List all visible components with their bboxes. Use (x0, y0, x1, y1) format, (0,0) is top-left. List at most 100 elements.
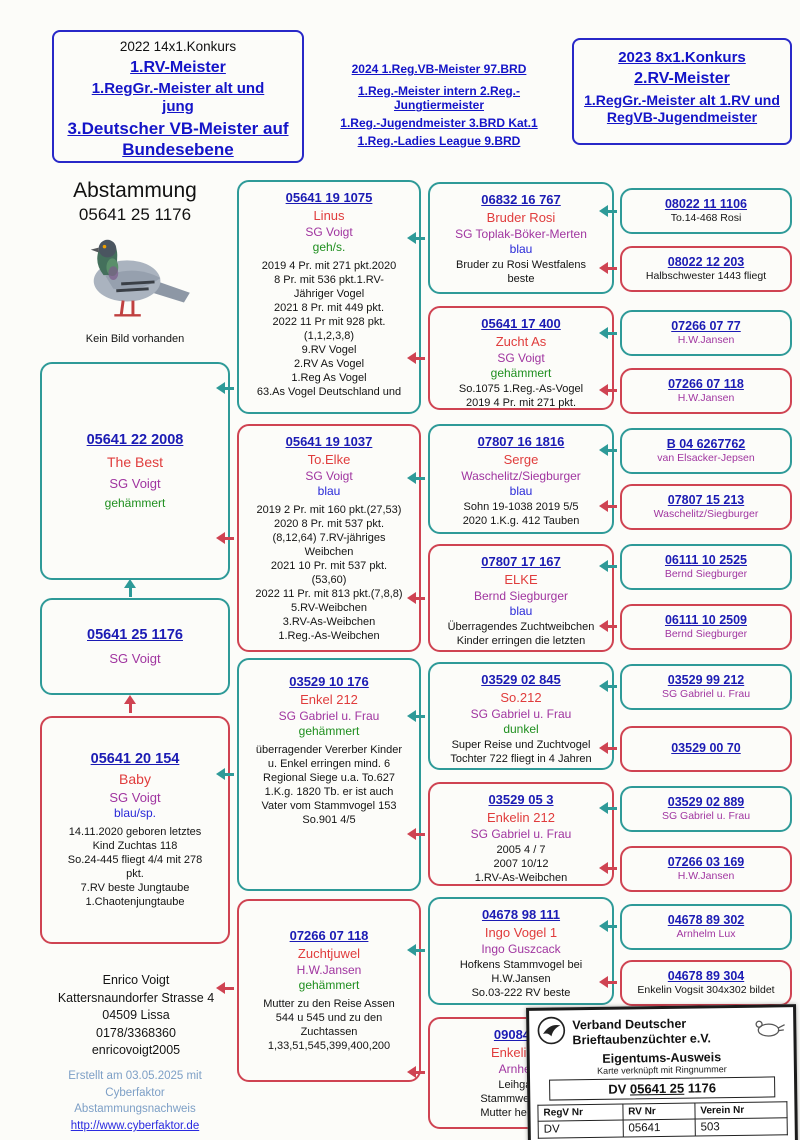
performance-text: Bruder zu Rosi Westfalens beste (455, 258, 587, 285)
bird-subtext: Enkelin Vogsit 304x302 bildet (637, 983, 775, 996)
bird-subtext: To.14-468 Rosi (670, 211, 742, 224)
card-table-value-rv: 05641 (622, 1119, 696, 1138)
pedigree-box-gg11: 03529 02 889 SG Gabriel u. Frau (620, 786, 792, 832)
ring-number: 03529 10 176 (289, 674, 369, 689)
cyberfaktor-link[interactable]: http://www.cyberfaktor.de (70, 1120, 200, 1133)
bird-name: Zucht As (495, 333, 547, 349)
bird-name: ELKE (504, 571, 538, 587)
pedigree-box-gg14: 04678 89 304 Enkelin Vogsit 304x302 bild… (620, 960, 792, 1006)
parent-link-arrow (407, 828, 425, 841)
performance-text: 2019 2 Pr. mit 160 pkt.(27,53) 2020 8 Pr… (255, 503, 403, 642)
header-left-box: 2022 14x1.Konkurs 1.RV-Meister 1.RegGr.-… (52, 30, 304, 163)
card-organization: Verband Deutscher Brieftaubenzüchter e.V… (572, 1016, 746, 1047)
bird-name: Serge (503, 451, 539, 467)
pedigree-box-gg8: 06111 10 2509 Bernd Siegburger (620, 604, 792, 650)
pedigree-box-gg9: 03529 99 212 SG Gabriel u. Frau (620, 664, 792, 710)
color-description: blau (509, 484, 533, 499)
parent-link-arrow (599, 620, 617, 633)
ring-number: B 04 6267762 (666, 437, 746, 452)
pedigree-box-zuchtjuwel: 07266 07 118 Zuchtjuwel H.W.Jansen gehäm… (237, 899, 421, 1082)
ring-number: 03529 05 3 (488, 792, 554, 807)
ring-number: 08022 12 203 (667, 255, 745, 270)
footer-software-name: Cyberfaktor (105, 1086, 165, 1099)
ring-number: 06832 16 767 (481, 192, 561, 207)
bird-subtext: Bernd Siegburger (664, 627, 748, 640)
contact-city: 04509 Lissa (102, 1008, 170, 1022)
pedigree-box-zucht-as: 05641 17 400 Zucht As SG Voigt gehämmert… (428, 306, 614, 410)
pigeon-photo (66, 228, 194, 335)
pedigree-box-gg7: 06111 10 2525 Bernd Siegburger (620, 544, 792, 590)
father-link-arrow (124, 579, 137, 598)
parent-link-arrow (599, 976, 617, 989)
ring-number: 07807 17 167 (481, 554, 561, 569)
breeder-name: Bernd Siegburger (473, 589, 569, 604)
color-description: gehämmert (298, 724, 360, 739)
ring-number: 07266 07 118 (668, 377, 744, 392)
ring-number: 03529 02 889 (667, 795, 745, 810)
parent-link-arrow (599, 680, 617, 693)
color-description: dunkel (503, 722, 539, 737)
header-middle-line-1: 2024 1.Reg.VB-Meister 97.BRD (351, 62, 527, 76)
header-left-line-1: 1.RV-Meister (130, 59, 226, 76)
parent-link-arrow (216, 532, 234, 545)
color-description: gehämmert (104, 495, 166, 510)
breeder-name: SG Gabriel u. Frau (470, 827, 572, 842)
parent-link-arrow (599, 444, 617, 457)
card-table-header-verein: Verein Nr (694, 1101, 788, 1120)
subject-ring-number: 05641 25 1176 (78, 205, 192, 224)
pedigree-box-gg10: 03529 00 70 (620, 726, 792, 772)
card-ring-mid: 05641 25 (629, 1080, 685, 1097)
ring-number: 05641 20 154 (90, 751, 180, 768)
parent-link-arrow (599, 802, 617, 815)
performance-text: überragender Vererber Kinder u. Enkel er… (255, 743, 403, 826)
breeder-name: Ingo Guszcack (481, 942, 561, 957)
breeder-name: SG Voigt (109, 789, 161, 805)
performance-text: Super Reise und Zuchtvogel Tochter 722 f… (450, 738, 592, 765)
ring-number: 07266 03 169 (667, 855, 745, 870)
breeder-name: SG Voigt (497, 351, 545, 366)
breeder-name: SG Voigt (109, 476, 161, 492)
performance-text: So.1075 1.Reg.-As-Vogel 2019 4 Pr. mit 2… (458, 382, 584, 409)
header-right-line-3: 1.RegGr.-Meister alt 1.RV und RegVB-Juge… (584, 91, 780, 125)
breeder-contact: Enrico Voigt Kattersnaundorfer Strasse 4… (34, 972, 238, 1060)
color-description: gehämmert (490, 366, 552, 381)
bird-name: Zuchtjuwel (297, 945, 361, 961)
bird-subtext: H.W.Jansen (677, 869, 735, 882)
performance-text: Mutter zu den Reise Assen 544 u 545 und … (263, 998, 395, 1052)
contact-name: Enrico Voigt (102, 973, 170, 987)
pedigree-box-toelke: 05641 19 1037 To.Elke SG Voigt blau 2019… (237, 424, 421, 652)
parent-link-arrow (407, 944, 425, 957)
ring-number: 03529 99 212 (667, 673, 745, 688)
parent-link-arrow (407, 710, 425, 723)
ring-number: 07266 07 118 (289, 928, 369, 944)
ring-number: 03529 02 845 (481, 672, 561, 687)
contact-email: enricovoigt2005 (91, 1043, 181, 1057)
bird-name: Ingo Vogel 1 (484, 924, 558, 940)
card-org-line2: Brieftaubenzüchter e.V. (572, 1030, 712, 1047)
page-title: Abstammung (73, 179, 197, 202)
bird-subtext: Arnhelm Lux (676, 927, 736, 940)
pedigree-box-gg1: 08022 11 1106 To.14-468 Rosi (620, 188, 792, 234)
color-description: blau (509, 242, 533, 257)
bird-name: Enkel 212 (300, 691, 358, 707)
ring-number: 05641 22 2008 (86, 431, 184, 448)
card-ring-prefix: DV (608, 1081, 627, 1097)
ring-number: 05641 17 400 (481, 316, 561, 331)
card-table-header-regv: RegV Nr (537, 1104, 623, 1122)
footer-created-line: Erstellt am 03.05.2025 mit (68, 1070, 202, 1082)
color-description: gehämmert (298, 978, 360, 993)
ring-number: 04678 98 111 (481, 907, 561, 922)
card-ring-suffix: 1176 (687, 1080, 717, 1096)
performance-text: 2019 4 Pr. mit 271 pkt.2020 8 Pr. mit 53… (256, 259, 402, 398)
card-table-value-regv: DV (538, 1120, 624, 1139)
card-ring-number: DV 05641 25 1176 (549, 1076, 776, 1101)
pedigree-box-gg12: 07266 03 169 H.W.Jansen (620, 846, 792, 892)
header-right-box: 2023 8x1.Konkurs 2.RV-Meister 1.RegGr.-M… (572, 38, 792, 145)
header-left-line-3: 3.Deutscher VB-Meister auf Bundesebene (67, 119, 289, 159)
pedigree-box-gg3: 07266 07 77 H.W.Jansen (620, 310, 792, 356)
performance-text: Hofkens Stammvogel bei H.W.Jansen So.03-… (459, 959, 583, 1000)
parent-link-arrow (407, 472, 425, 485)
ring-number: 04678 89 304 (667, 969, 745, 984)
parent-link-arrow (599, 500, 617, 513)
